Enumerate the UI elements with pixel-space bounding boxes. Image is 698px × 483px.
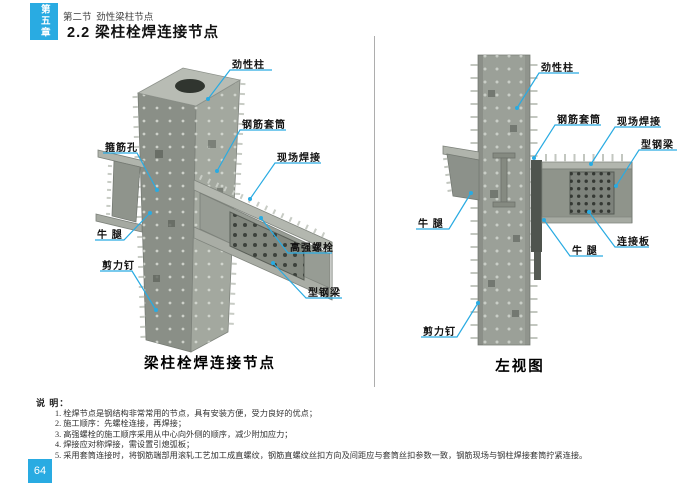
note-item-3: 3. 高强螺栓的施工顺序采用从中心向外侧的顺序，减少附加应力； [55, 429, 293, 439]
left-view-art [416, 54, 677, 346]
column-edge-studs-right [228, 82, 246, 331]
beam-top-studs [198, 174, 330, 240]
callout-corbel-mid: 牛 腿 [572, 246, 598, 257]
callout-hs-bolt: 高强螺栓 [290, 243, 334, 254]
bolt-splice-plate [229, 211, 305, 281]
note-item-4: 4. 焊接应对称焊接，需设置引熄弧板； [55, 440, 195, 450]
callout-rigid-column: 劲性柱 [541, 63, 574, 74]
callout-corbel-left: 牛 腿 [418, 219, 444, 230]
callout-rebar-sleeve: 钢筋套筒 [557, 115, 601, 126]
callout-site-weld: 现场焊接 [277, 153, 321, 164]
callout-splice-plate: 连接板 [617, 237, 650, 248]
corbel-bracket-3d [95, 149, 145, 233]
bolt-splice-plate [569, 171, 615, 215]
notes-heading: 说 明： [36, 398, 70, 408]
caption-left-figure: 梁柱栓焊连接节点 [144, 356, 276, 372]
callout-site-weld: 现场焊接 [617, 117, 661, 128]
callout-rebar-sleeve: 钢筋套筒 [242, 120, 286, 131]
page-number-badge: 64 [28, 459, 52, 483]
section-header: 第二节 劲性梁柱节点 [63, 13, 154, 23]
note-item-5: 5. 采用套筒连接时，将钢筋端部用滚轧工艺加工成直螺纹，钢筋直螺纹丝扣方向及间距… [55, 450, 588, 460]
rigid-column-side [470, 54, 538, 346]
figure-isometric-joint: 劲性柱 钢筋套筒 现场焊接 箍筋孔 牛 腿 剪力钉 高强螺栓 型钢梁 [60, 50, 370, 380]
notes-block: 说 明： 1. 栓焊节点是钢结构非常常用的节点，具有安装方便，受力良好的优点； … [36, 396, 692, 461]
note-item-1: 1. 栓焊节点是钢结构非常常用的节点，具有安装方便，受力良好的优点； [55, 409, 318, 418]
figure-left-view: 劲性柱 钢筋套筒 现场焊接 型钢梁 牛 腿 牛 腿 连接板 剪力钉 [395, 50, 698, 380]
embedded-i-section [492, 152, 516, 208]
callout-shear-stud: 剪力钉 [102, 261, 135, 272]
corbel-bracket-side [442, 145, 480, 201]
leader-lines [416, 72, 677, 338]
caption-right-figure: 左视图 [495, 359, 545, 375]
steel-beam-side [541, 154, 633, 224]
callout-stirrup-hole: 箍筋孔 [105, 143, 138, 154]
rigid-column-3d [132, 67, 246, 353]
callout-rigid-column: 劲性柱 [232, 60, 265, 71]
chapter-tab: 第五章 [30, 3, 58, 40]
callout-corbel: 牛 腿 [97, 230, 123, 241]
weld-joint-strip [531, 160, 542, 252]
page-title: 2.2 梁柱栓焊连接节点 [67, 25, 220, 41]
callout-steel-beam: 型钢梁 [641, 140, 674, 151]
figure-divider [374, 36, 375, 387]
column-edge-studs-left [132, 95, 146, 339]
callout-steel-beam: 型钢梁 [308, 288, 341, 299]
chapter-tab-label: 第五章 [38, 4, 50, 39]
steel-beam-3d [193, 174, 333, 301]
column-top-hole [175, 79, 205, 93]
corbel-lower-tab [534, 252, 541, 280]
note-item-2: 2. 施工顺序：先螺栓连接，再焊接； [55, 419, 187, 429]
callout-shear-stud: 剪力钉 [423, 327, 456, 338]
leader-lines [95, 69, 342, 312]
isometric-joint-art [95, 67, 342, 353]
